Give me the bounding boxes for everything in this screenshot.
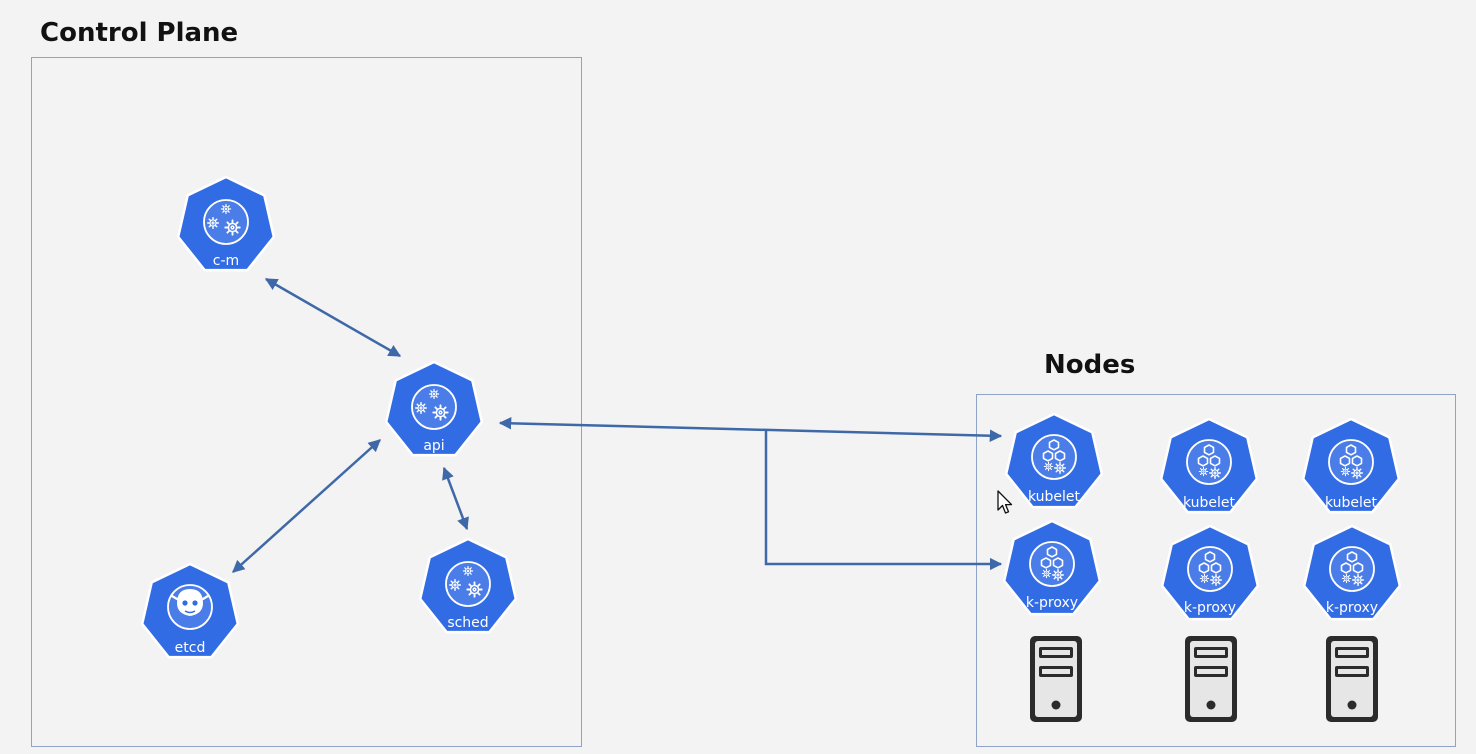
connections (232, 277, 1003, 573)
kproxy-label: k-proxy (1326, 600, 1378, 616)
kproxy-label: k-proxy (1026, 595, 1078, 611)
kubelet-1[interactable]: kubelet (1004, 413, 1104, 509)
cm-label: c-m (213, 253, 239, 269)
kubelet-label: kubelet (1183, 495, 1236, 511)
arrow-api-kproxy (764, 431, 1003, 571)
worker-node-3: kubelet k-proxy (1301, 418, 1402, 722)
component-sched[interactable]: sched (418, 538, 518, 634)
node-icon (1329, 440, 1373, 484)
component-cm[interactable]: c-m (176, 176, 276, 272)
mouse-cursor-icon (997, 490, 1013, 514)
kubelet-label: kubelet (1028, 489, 1081, 505)
nodes-region (976, 394, 1456, 747)
arrow-sched-api (442, 466, 469, 531)
etcd-label: etcd (175, 640, 206, 656)
server-icon (1185, 636, 1237, 722)
sched-label: sched (447, 615, 488, 631)
gears-icon (446, 562, 490, 606)
arrow-api-kubelet (498, 417, 1003, 442)
kubelet-2[interactable]: kubelet (1159, 418, 1259, 514)
server-icon (1030, 636, 1082, 722)
node-icon (1188, 547, 1232, 591)
component-api[interactable]: api (384, 361, 484, 457)
kproxy-2[interactable]: k-proxy (1160, 525, 1260, 621)
node-icon (1030, 542, 1074, 586)
gears-icon (412, 385, 456, 429)
component-etcd[interactable]: etcd (140, 563, 240, 659)
node-icon (1032, 435, 1076, 479)
worker-node-1: kubelet k-proxy (1002, 413, 1104, 722)
arrow-etcd-api (232, 439, 381, 573)
nodes-title: Nodes (1044, 350, 1136, 380)
control-plane-title: Control Plane (40, 18, 239, 48)
kubelet-label: kubelet (1325, 495, 1378, 511)
control-plane-region (31, 57, 582, 747)
node-icon (1330, 547, 1374, 591)
worker-node-2: kubelet k-proxy (1159, 418, 1260, 722)
kproxy-1[interactable]: k-proxy (1002, 520, 1102, 616)
node-icon (1187, 440, 1231, 484)
etcd-icon (166, 583, 214, 631)
server-icon (1326, 636, 1378, 722)
arrow-cm-api (264, 277, 402, 358)
gears-icon (204, 200, 248, 244)
kubelet-3[interactable]: kubelet (1301, 418, 1401, 514)
kproxy-label: k-proxy (1184, 600, 1236, 616)
api-label: api (423, 438, 444, 454)
kproxy-3[interactable]: k-proxy (1302, 525, 1402, 621)
